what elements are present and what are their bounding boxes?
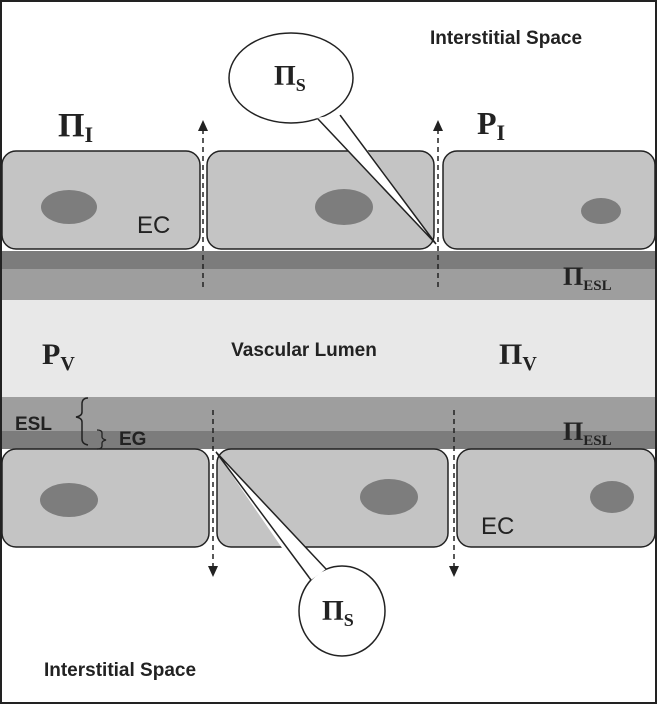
nucleus-bottom-3	[590, 481, 634, 513]
nucleus-top-1	[41, 190, 97, 224]
p-i-symbol: PI	[477, 105, 505, 145]
vascular-lumen-band	[2, 300, 655, 397]
endothelial-cell-bottom-3	[456, 448, 656, 548]
pi-s-top-symbol: ΠS	[274, 61, 306, 95]
endothelial-cell-top-3	[442, 150, 656, 250]
interstitial-space-top-label: Interstitial Space	[430, 28, 582, 49]
p-v-symbol: PV	[42, 338, 75, 375]
pi-esl-bottom-symbol: ΠESL	[563, 417, 612, 449]
esl-brace	[75, 397, 89, 446]
callout-bubble-top	[228, 32, 354, 124]
callout-bubble-bottom	[298, 565, 386, 657]
arrowhead-up-icon	[433, 120, 443, 131]
nucleus-bottom-1	[40, 483, 98, 517]
pi-esl-top-symbol: ΠESL	[563, 262, 612, 294]
esl-label: ESL	[15, 414, 52, 435]
arrowhead-down-icon	[449, 566, 459, 577]
nucleus-top-3	[581, 198, 621, 224]
callout-tail-outline-bottom	[215, 451, 327, 581]
esl-layer-bottom	[2, 397, 655, 431]
ec-top-label: EC	[137, 212, 170, 239]
endothelial-glycocalyx-top	[2, 251, 655, 269]
eg-brace	[96, 429, 107, 450]
callout-tail-outline-top	[317, 114, 437, 245]
pi-s-bottom-symbol: ΠS	[322, 596, 354, 630]
ec-bottom-label: EC	[481, 513, 514, 540]
nucleus-bottom-2	[360, 479, 418, 515]
pi-i-symbol: ΠI	[58, 107, 93, 147]
arrowhead-up-icon	[198, 120, 208, 131]
nucleus-top-2	[315, 189, 373, 225]
endothelial-cell-top-1	[1, 150, 201, 250]
eg-label: EG	[119, 429, 146, 450]
endothelial-glycocalyx-bottom	[2, 431, 655, 449]
vascular-lumen-label: Vascular Lumen	[231, 340, 377, 361]
pi-v-symbol: ΠV	[499, 338, 537, 375]
interstitial-space-bottom-label: Interstitial Space	[44, 660, 196, 681]
endothelial-cell-bottom-1	[1, 448, 210, 548]
arrowhead-down-icon	[208, 566, 218, 577]
esl-layer-top	[2, 269, 655, 300]
